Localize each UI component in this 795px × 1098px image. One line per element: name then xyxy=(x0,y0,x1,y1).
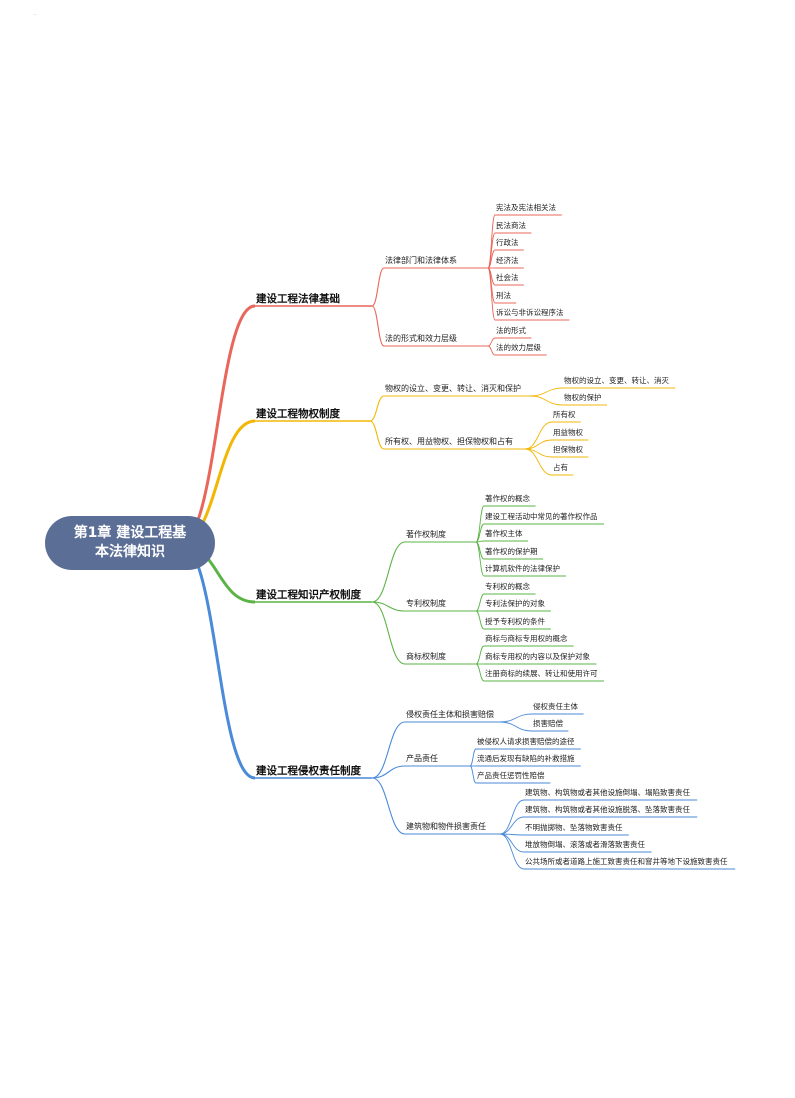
leaf-node[interactable]: 建筑物、构筑物或者其他设施倒塌、塌陷致害责任 xyxy=(525,788,690,797)
leaf-node[interactable]: 法的效力层级 xyxy=(496,343,541,352)
leaf-node[interactable]: 行政法 xyxy=(496,238,519,247)
branch-node[interactable]: 建设工程知识产权制度 xyxy=(256,589,361,601)
leaf-connector xyxy=(529,395,564,406)
sub-connector xyxy=(371,777,406,835)
leaf-node[interactable]: 损害赔偿 xyxy=(533,719,563,728)
corner-mark: · xyxy=(34,12,36,19)
leaf-connector xyxy=(499,833,525,853)
sub-node[interactable]: 建筑物和物件损害责任 xyxy=(406,822,486,831)
leaf-node[interactable]: 物权的设立、变更、转让、消灭 xyxy=(564,376,669,385)
leaf-connector xyxy=(475,505,485,543)
sub-connector xyxy=(371,765,406,779)
leaf-node[interactable]: 著作权的保护期 xyxy=(485,547,538,556)
leaf-node[interactable]: 建设工程活动中常见的著作权作品 xyxy=(485,512,598,521)
root-title: 第1章 建设工程基本法律知识 xyxy=(73,525,187,560)
leaf-connector xyxy=(475,645,485,665)
sub-node[interactable]: 侵权责任主体和损害赔偿 xyxy=(406,710,494,719)
leaf-node[interactable]: 宪法及宪法相关法 xyxy=(496,203,556,212)
leaf-connector xyxy=(524,448,553,476)
leaf-node[interactable]: 授予专利权的条件 xyxy=(485,617,545,626)
leaf-connector xyxy=(524,439,553,450)
sub-connector xyxy=(371,721,406,779)
leaf-node[interactable]: 不明抛掷物、坠落物致害责任 xyxy=(525,823,623,832)
leaf-connector xyxy=(475,523,485,543)
sub-connector xyxy=(369,395,385,422)
sub-connector xyxy=(371,601,406,665)
leaf-node[interactable]: 建筑物、构筑物或者其他设施脱落、坠落致害责任 xyxy=(525,805,690,814)
leaf-connector xyxy=(487,249,496,269)
leaf-node[interactable]: 产品责任惩罚性赔偿 xyxy=(477,771,545,780)
leaf-connector xyxy=(524,421,553,450)
sub-node[interactable]: 专利权制度 xyxy=(406,599,446,608)
leaf-node[interactable]: 侵权责任主体 xyxy=(533,702,578,711)
leaf-node[interactable]: 物权的保护 xyxy=(564,393,602,402)
leaf-node[interactable]: 刑法 xyxy=(496,291,511,300)
leaf-connector xyxy=(499,721,533,732)
leaf-connector xyxy=(487,267,496,321)
branch-node[interactable]: 建设工程物权制度 xyxy=(256,408,340,420)
leaf-connector xyxy=(475,610,485,630)
leaf-connector xyxy=(487,345,496,356)
leaf-connector xyxy=(499,799,525,835)
sub-node[interactable]: 法律部门和法律体系 xyxy=(385,256,457,265)
leaf-connector xyxy=(529,387,564,397)
leaf-node[interactable]: 诉讼与非诉讼程序法 xyxy=(496,308,564,317)
sub-node[interactable]: 物权的设立、变更、转让、消灭和保护 xyxy=(385,384,521,393)
leaf-node[interactable]: 计算机软件的法律保护 xyxy=(485,564,560,573)
leaf-node[interactable]: 商标专用权的内容以及保护对象 xyxy=(485,652,590,661)
root-node[interactable]: 第1章 建设工程基本法律知识 xyxy=(45,516,215,570)
sub-node[interactable]: 著作权制度 xyxy=(406,530,446,539)
leaf-connector xyxy=(475,593,485,612)
sub-connector xyxy=(369,420,385,450)
leaf-node[interactable]: 商标与商标专用权的概念 xyxy=(485,634,568,643)
sub-node[interactable]: 产品责任 xyxy=(406,754,438,763)
sub-node[interactable]: 商标权制度 xyxy=(406,652,446,661)
leaf-node[interactable]: 专利权的概念 xyxy=(485,582,530,591)
leaf-connector xyxy=(469,765,477,784)
leaf-connector xyxy=(469,748,477,767)
leaf-node[interactable]: 民法商法 xyxy=(496,221,526,230)
leaf-node[interactable]: 专利法保护的对象 xyxy=(485,599,545,608)
sub-node[interactable]: 法的形式和效力层级 xyxy=(385,334,457,343)
leaf-node[interactable]: 被侵权人请求损害赔偿的途径 xyxy=(477,737,575,746)
branch-connector xyxy=(179,541,256,780)
sub-connector xyxy=(371,601,406,612)
leaf-node[interactable]: 法的形式 xyxy=(496,326,526,335)
sub-connector xyxy=(371,267,385,307)
leaf-connector xyxy=(487,337,496,347)
leaf-node[interactable]: 用益物权 xyxy=(553,428,583,437)
leaf-node[interactable]: 流通后发现有缺陷的补救措施 xyxy=(477,754,575,763)
branch-node[interactable]: 建设工程侵权责任制度 xyxy=(256,765,361,777)
leaf-connector xyxy=(499,833,525,870)
branch-node[interactable]: 建设工程法律基础 xyxy=(256,293,340,305)
leaf-node[interactable]: 占有 xyxy=(553,463,568,472)
leaf-node[interactable]: 经济法 xyxy=(496,256,519,265)
leaf-node[interactable]: 社会法 xyxy=(496,273,519,282)
leaf-connector xyxy=(499,816,525,835)
leaf-connector xyxy=(475,663,485,682)
leaf-node[interactable]: 注册商标的续展、转让和使用许可 xyxy=(485,669,598,678)
leaf-node[interactable]: 著作权主体 xyxy=(485,529,523,538)
leaf-node[interactable]: 堆放物倒塌、滚落或者滑落致害责任 xyxy=(525,840,645,849)
leaf-node[interactable]: 担保物权 xyxy=(553,445,583,454)
leaf-connector xyxy=(499,713,533,723)
leaf-node[interactable]: 公共场所或者道路上施工致害责任和窨井等地下设施致害责任 xyxy=(525,857,728,866)
leaf-connector xyxy=(475,541,485,577)
leaf-node[interactable]: 所有权 xyxy=(553,410,576,419)
sub-connector xyxy=(371,541,406,603)
sub-node[interactable]: 所有权、用益物权、担保物权和占有 xyxy=(385,437,513,446)
sub-connector xyxy=(371,305,385,347)
leaf-node[interactable]: 著作权的概念 xyxy=(485,494,530,503)
